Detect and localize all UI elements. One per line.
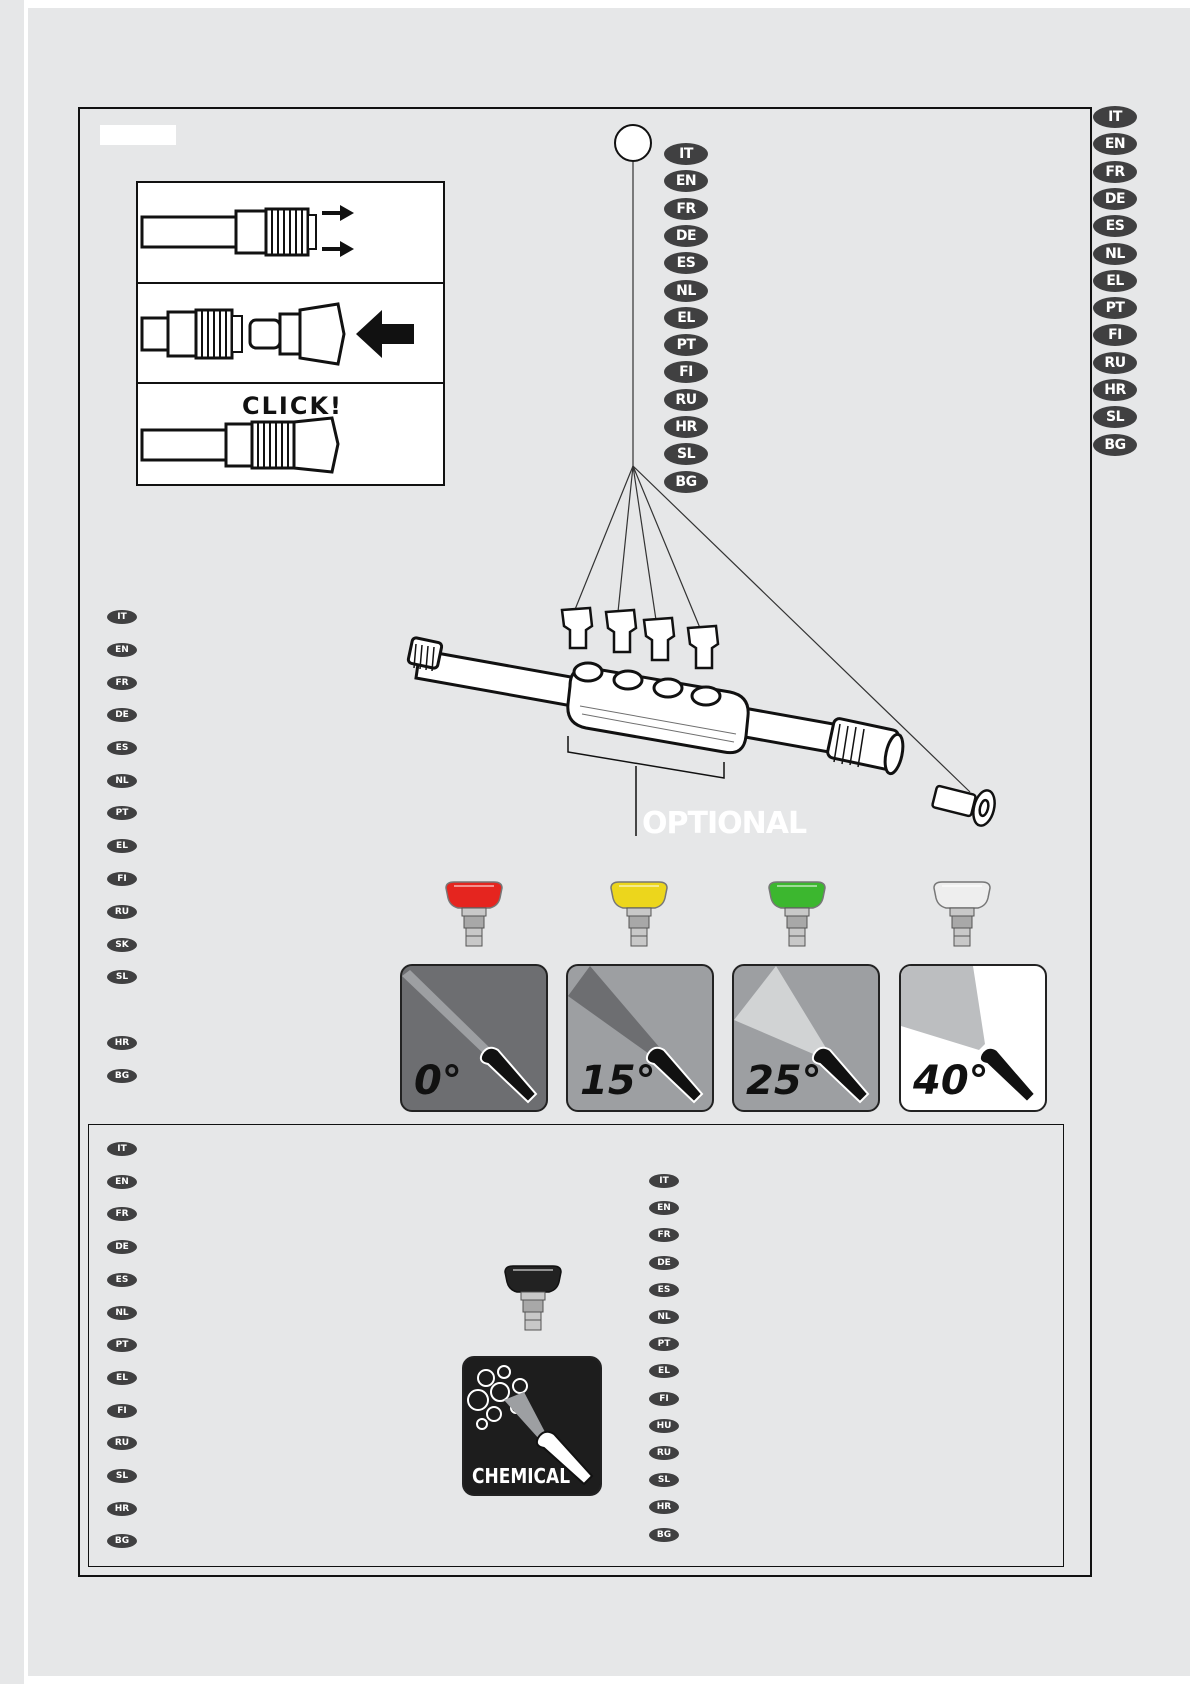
lang-badge-sl: SL (107, 970, 137, 984)
lang-badge-ru: RU (107, 1436, 137, 1451)
lang-badge-es: ES (107, 741, 137, 755)
lang-badge-bg: BG (107, 1534, 137, 1549)
lang-badge-pt: PT (107, 806, 137, 820)
spray-angle-label: 15° (580, 1058, 656, 1104)
lang-badge-el: EL (1093, 269, 1137, 292)
lang-badge-es: ES (107, 1272, 137, 1287)
lang-badge-sl: SL (649, 1473, 679, 1488)
lang-badge-el: EL (107, 839, 137, 853)
lang-badge-ru: RU (664, 388, 708, 411)
lang-badge-fi: FI (1093, 324, 1137, 347)
nozzle-0 (442, 880, 506, 956)
lang-badge-fr: FR (664, 197, 708, 220)
lang-badge-hr: HR (107, 1036, 137, 1050)
nozzle-3 (930, 880, 994, 956)
lang-badge-el: EL (664, 306, 708, 329)
lang-badge-it: IT (107, 1142, 137, 1156)
lang-badge-ru: RU (1093, 351, 1137, 374)
lang-badge-hr: HR (107, 1501, 137, 1516)
click-label: CLICK! (242, 392, 343, 420)
lang-badge-it: IT (664, 143, 708, 165)
lang-badge-hr: HR (649, 1500, 679, 1515)
lang-badge-de: DE (1093, 187, 1137, 210)
lang-badge-sl: SL (107, 1469, 137, 1483)
chemical-section-frame (88, 1124, 1064, 1567)
lang-badge-en: EN (664, 170, 708, 193)
lang-badge-hr: HR (664, 416, 708, 438)
lang-badge-de: DE (649, 1255, 679, 1270)
lang-badge-it: IT (107, 610, 137, 624)
lang-badge-fr: FR (1093, 160, 1137, 183)
step-1-pull-coupler (138, 183, 443, 284)
chemical-tile: CHEMICAL (462, 1356, 602, 1496)
spray-angle-label: 0° (414, 1058, 462, 1104)
lang-badge-en: EN (1093, 133, 1137, 156)
lang-badge-hr: HR (1093, 379, 1137, 401)
lang-badge-pt: PT (107, 1338, 137, 1353)
lang-badge-sl: SL (1093, 406, 1137, 429)
lang-badge-fr: FR (649, 1228, 679, 1243)
chemical-label: CHEMICAL (472, 1464, 571, 1488)
lang-badge-bg: BG (664, 470, 708, 493)
lang-badge-en: EN (649, 1201, 679, 1216)
lang-badge-nl: NL (664, 279, 708, 302)
lang-badge-fi: FI (649, 1391, 679, 1406)
spray-tile-15: 15° (566, 964, 714, 1112)
lang-badge-es: ES (649, 1282, 679, 1297)
spray-tile-40: 40° (899, 964, 1047, 1112)
lang-badge-bg: BG (107, 1069, 137, 1083)
lang-badge-fi: FI (107, 1403, 137, 1418)
lang-badge-el: EL (107, 1370, 137, 1385)
lang-badge-fr: FR (107, 1207, 137, 1222)
nozzle-1 (607, 880, 671, 956)
manual-frame (78, 107, 1092, 1577)
lang-badge-sl: SL (664, 443, 708, 466)
lang-badge-nl: NL (1093, 242, 1137, 265)
lang-badge-sk: SK (107, 938, 137, 952)
lang-badge-de: DE (664, 224, 708, 247)
figure-label-blank (100, 125, 176, 145)
lang-badge-pt: PT (649, 1337, 679, 1352)
lang-badge-fr: FR (107, 676, 137, 690)
step-3-locked: CLICK! (138, 384, 443, 484)
lang-badge-en: EN (107, 643, 137, 657)
spray-tile-0: 0° (400, 964, 548, 1112)
lang-badge-nl: NL (107, 1305, 137, 1320)
spray-angle-label: 25° (746, 1058, 822, 1104)
lang-badge-pt: PT (1093, 297, 1137, 320)
lang-badge-nl: NL (649, 1310, 679, 1324)
nozzle-2 (765, 880, 829, 956)
lang-badge-es: ES (664, 252, 708, 275)
multi-nozzle-lance (406, 606, 996, 836)
lang-badge-de: DE (107, 708, 137, 722)
lang-badge-ru: RU (649, 1446, 679, 1460)
callout-circle (614, 124, 652, 162)
lang-badge-fi: FI (664, 361, 708, 384)
chemical-nozzle (501, 1264, 565, 1340)
lang-badge-ru: RU (107, 905, 137, 919)
lang-badge-bg: BG (1093, 433, 1137, 456)
spray-tile-25: 25° (732, 964, 880, 1112)
page-margin (0, 0, 24, 1684)
lang-badge-pt: PT (664, 334, 708, 357)
lang-badge-en: EN (107, 1174, 137, 1189)
lang-badge-de: DE (107, 1240, 137, 1255)
lang-badge-hu: HU (649, 1418, 679, 1433)
lang-badge-fi: FI (107, 872, 137, 886)
lang-badge-it: IT (649, 1174, 679, 1188)
lang-badge-it: IT (1093, 106, 1137, 128)
optional-label: OPTIONAL (642, 806, 807, 841)
spray-angle-label: 40° (913, 1058, 989, 1104)
lang-badge-bg: BG (649, 1527, 679, 1542)
step-2-insert-plug (138, 284, 443, 384)
lang-badge-el: EL (649, 1364, 679, 1379)
hose-connection-steps: CLICK! (136, 181, 445, 486)
lang-badge-nl: NL (107, 774, 137, 788)
lang-badge-es: ES (1093, 215, 1137, 238)
